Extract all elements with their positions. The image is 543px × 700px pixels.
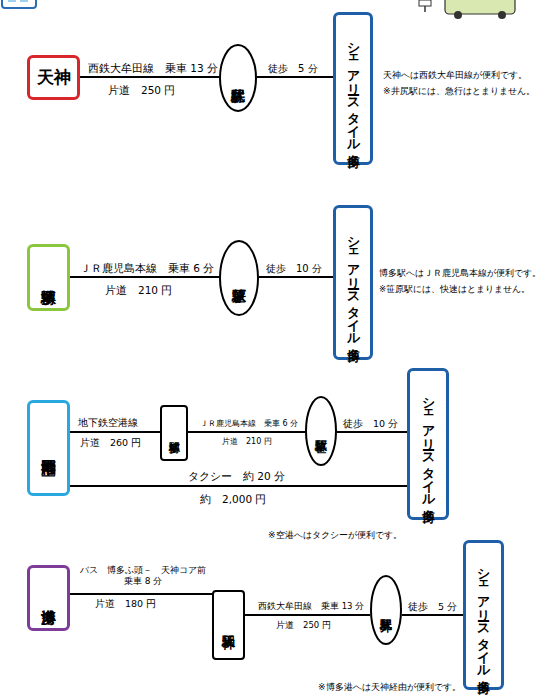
note-text: ※空港へはタクシーが便利です。 <box>268 530 402 541</box>
destination-box: シェアリースタイル博多 <box>333 205 373 360</box>
note-text: 天神へは西鉄大牟田線が便利です。 <box>383 70 527 81</box>
route-label: 徒歩 5 分 <box>408 601 457 613</box>
station-ellipse: 笹原駅 <box>305 396 337 466</box>
fare-label: 片道 260 円 <box>80 437 141 449</box>
ellipse-shape <box>371 576 401 644</box>
route-label: 地下鉄空港線 <box>78 417 138 429</box>
destination-box: シェアリースタイル博多 <box>463 540 504 690</box>
route-label: 徒歩 10 分 <box>266 263 322 276</box>
fare-label: 片道 250 円 <box>276 620 331 631</box>
node-label: 天神 <box>37 69 71 87</box>
route-line <box>188 431 305 433</box>
node-label: シェアリースタイル博多 <box>477 559 490 671</box>
ellipse-outline <box>219 44 257 112</box>
bus-wheel <box>498 11 506 19</box>
route-label: ＪＲ鹿児島本線 乗車 6 分 <box>80 262 214 275</box>
route-line <box>70 431 160 433</box>
station-ellipse: 井尻駅 <box>370 575 402 645</box>
fare-label: 片道 210 円 <box>222 437 272 447</box>
route-line <box>70 593 212 595</box>
train-icon <box>2 0 36 8</box>
station-ellipse: 井尻駅 <box>219 44 257 112</box>
route-label: ＪＲ鹿児島本線 乗車 6 分 <box>200 419 298 429</box>
ellipse-outline <box>219 240 259 316</box>
route-line <box>70 276 219 278</box>
note-text: ※笹原駅には、快速はとまりません。 <box>379 284 530 295</box>
route-label: 徒歩 5 分 <box>268 63 318 76</box>
node-label: シェアリースタイル博多 <box>421 388 434 500</box>
route-line <box>245 614 370 616</box>
note-text: ※井尻駅には、急行はとまりません。 <box>383 86 535 97</box>
ellipse-outline <box>370 575 402 645</box>
bus-icon <box>419 0 515 19</box>
destination-box: シェアリースタイル博多 <box>407 368 449 520</box>
bus-stop-sign <box>419 0 431 6</box>
train-body <box>2 0 36 8</box>
origin-box: 天神 <box>27 55 80 100</box>
node-label: シェアリースタイル博多 <box>346 33 359 145</box>
ellipse-shape <box>306 397 336 465</box>
destination-box: シェアリースタイル博多 <box>333 12 373 165</box>
ellipse-shape <box>220 241 258 315</box>
route-line <box>257 76 333 78</box>
note-text: 博多駅へはＪＲ鹿児島本線が便利です。 <box>379 268 541 279</box>
route-line <box>259 276 333 278</box>
fare-label: 片道 180 円 <box>95 598 156 610</box>
route-label: バス 博多ふ頭－ 天神コア前 乗車 8 分 <box>76 565 210 588</box>
note-text: ※博多港へは天神経由が便利です。 <box>318 682 461 693</box>
route-line <box>70 485 407 487</box>
fare-label: 片道 210 円 <box>105 284 172 297</box>
route-line <box>337 431 407 433</box>
origin-box: 福岡空港 <box>27 400 70 496</box>
ellipse-outline <box>305 396 337 466</box>
bus-wheel <box>454 11 462 19</box>
route-label: 西鉄大牟田線 乗車 13 分 <box>88 62 218 75</box>
route-label: タクシー 約 20 分 <box>188 470 285 483</box>
node-label: シェアリースタイル博多 <box>346 227 359 339</box>
train-window <box>8 0 16 2</box>
station-ellipse: 笹原駅 <box>219 240 259 316</box>
fare-label: 約 2,000 円 <box>200 493 266 506</box>
ellipse-shape <box>220 45 256 111</box>
route-label: 西鉄大牟田線 乗車 13 分 <box>258 601 364 612</box>
station-box: 天神駅 <box>212 590 245 660</box>
train-window <box>20 0 28 2</box>
route-label: 徒歩 10 分 <box>343 418 398 430</box>
station-box: 博多駅 <box>160 405 188 461</box>
route-line <box>402 614 463 616</box>
fare-label: 片道 250 円 <box>108 84 175 97</box>
origin-box: 博多駅 <box>27 244 70 311</box>
route-line <box>80 76 219 78</box>
origin-box: 博多港 <box>27 565 70 631</box>
